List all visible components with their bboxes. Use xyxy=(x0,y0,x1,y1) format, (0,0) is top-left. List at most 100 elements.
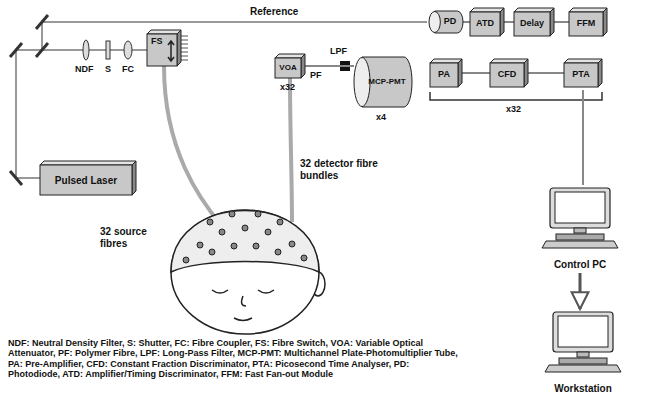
infant-head xyxy=(183,211,307,263)
shape-part xyxy=(555,192,605,223)
shape-part xyxy=(147,30,181,34)
signal-line xyxy=(305,65,354,67)
shape-part xyxy=(556,234,604,240)
mirror xyxy=(10,43,22,57)
optics xyxy=(83,40,89,60)
photodiode-cylinder: PD xyxy=(429,11,463,33)
infant-head xyxy=(197,242,203,248)
infant-head xyxy=(277,219,283,225)
infant-head xyxy=(212,290,274,321)
shape-part xyxy=(430,63,458,87)
shape-part xyxy=(514,12,550,36)
infant-head xyxy=(183,257,189,263)
module-box: ATD xyxy=(470,8,504,36)
annotation-label: FC xyxy=(122,64,134,74)
annotation-label: 32 source fibres xyxy=(100,226,168,249)
annotation-label: 32 detector fibre bundles xyxy=(300,158,390,181)
annotation-label: LPF xyxy=(330,46,347,56)
bracket xyxy=(430,92,602,100)
module-box: PTA xyxy=(564,59,602,87)
shape-part xyxy=(603,8,607,36)
infant-head xyxy=(258,290,274,293)
module-box: PA xyxy=(430,59,462,87)
shape-part xyxy=(550,8,554,36)
shape-part xyxy=(542,241,618,248)
annotation-label: NDF xyxy=(75,64,94,74)
laser-beam xyxy=(16,50,148,178)
infant-head xyxy=(209,249,215,255)
module-box: CFD xyxy=(490,59,528,87)
shape-part xyxy=(177,30,181,66)
fs-outline xyxy=(147,30,181,66)
optics xyxy=(83,40,132,60)
shape-part xyxy=(40,165,132,195)
infant-head xyxy=(234,318,252,321)
signal-line xyxy=(504,21,514,23)
module-box: Delay xyxy=(514,8,554,36)
infant-head xyxy=(242,296,246,306)
fibre-bundle xyxy=(164,66,222,226)
box-label: PD xyxy=(444,17,457,27)
box-label: Control PC xyxy=(554,259,606,270)
shape-part xyxy=(301,54,305,78)
infant-head xyxy=(275,249,281,255)
module-box: FFM xyxy=(569,8,607,36)
infant-head xyxy=(171,210,319,334)
box-label: Delay xyxy=(520,19,544,29)
mirror xyxy=(10,171,22,185)
signal-line xyxy=(462,72,490,74)
box-label: FFM xyxy=(577,19,596,29)
annotation-label: x4 xyxy=(376,112,386,122)
shape-part xyxy=(430,59,462,63)
photomultiplier-cylinder: MCP-PMT xyxy=(354,57,412,107)
shape-part xyxy=(558,316,608,347)
shape-part xyxy=(559,358,607,364)
shape-part xyxy=(362,57,412,107)
shape-part xyxy=(470,8,504,12)
shape-part xyxy=(553,312,613,352)
box-label: PTA xyxy=(572,70,589,80)
bracket xyxy=(430,92,602,100)
infant-head xyxy=(229,211,235,217)
shape-part xyxy=(354,58,370,107)
infant-head xyxy=(253,243,259,249)
box-label: Pulsed Laser xyxy=(55,175,117,186)
box-label: ATD xyxy=(476,19,494,29)
annotation-label: x32 xyxy=(506,104,521,114)
annotation-label: S xyxy=(105,64,111,74)
shape-part xyxy=(545,365,621,372)
shape-part xyxy=(132,161,136,195)
box-label: MCP-PMT xyxy=(368,78,405,87)
annotation-label: x32 xyxy=(280,82,295,92)
signal-line xyxy=(463,21,470,23)
shape-part xyxy=(40,161,136,165)
infant-head xyxy=(207,219,213,225)
infant-head xyxy=(219,229,225,235)
infant-head xyxy=(289,241,295,247)
infant-head xyxy=(301,255,307,261)
flow-arrow xyxy=(579,273,582,309)
shape-part xyxy=(514,8,554,12)
mirror xyxy=(36,15,48,29)
shape-part xyxy=(574,228,586,233)
pc-outline xyxy=(538,186,622,270)
shape-part xyxy=(429,12,440,33)
shape-part xyxy=(564,59,602,63)
shape-part xyxy=(168,41,174,61)
infant-head xyxy=(255,211,261,217)
shape-part xyxy=(490,59,528,63)
abbreviation-legend: NDF: Neutral Density Filter, S: Shutter,… xyxy=(8,338,458,379)
shape-part xyxy=(147,34,177,66)
box-label: VOA xyxy=(279,64,296,73)
box-label: CFD xyxy=(498,70,517,80)
signal-line xyxy=(528,72,564,74)
shape-part xyxy=(500,8,504,36)
shape-part xyxy=(598,59,602,87)
shape-part xyxy=(569,8,607,12)
box-label: PA xyxy=(438,70,450,80)
attenuator-box: VOA xyxy=(275,54,305,78)
infant-head xyxy=(265,229,271,235)
shape-part xyxy=(564,63,598,87)
mirror xyxy=(10,15,48,185)
